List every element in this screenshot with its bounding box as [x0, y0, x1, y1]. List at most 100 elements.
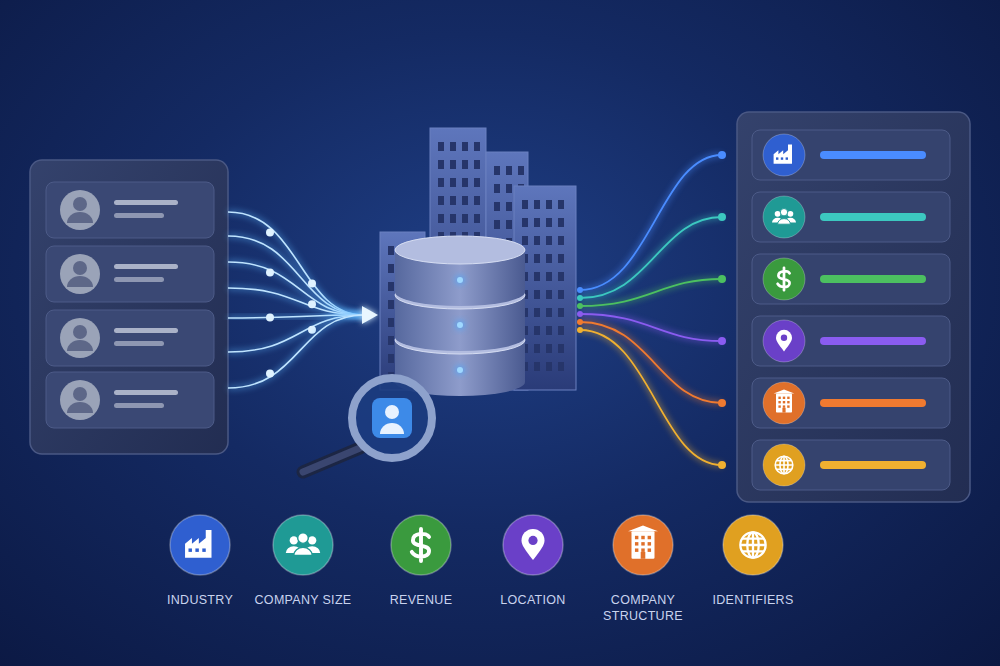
wire-glow — [228, 288, 364, 315]
building-window — [783, 401, 785, 403]
wire-dot — [577, 319, 583, 325]
building-window — [635, 548, 638, 551]
building-window — [641, 548, 644, 551]
wire-glow — [580, 217, 722, 298]
person-head — [780, 209, 787, 216]
badge-fill — [723, 515, 783, 575]
building-window — [787, 401, 789, 403]
avatar-body — [67, 402, 93, 413]
user-badge — [372, 398, 412, 438]
building-window — [546, 254, 552, 263]
wire-dot — [718, 151, 726, 159]
building-window — [558, 326, 564, 335]
building-window — [641, 542, 644, 545]
avatar — [60, 318, 100, 358]
building-window — [494, 166, 500, 175]
building-shape — [632, 531, 655, 559]
building-icon — [628, 525, 658, 558]
building-window — [648, 548, 651, 551]
dollar-icon — [412, 529, 429, 561]
factory-window — [786, 157, 788, 159]
building-window — [534, 344, 540, 353]
arrowhead-glow — [362, 306, 378, 324]
badge-fill — [273, 515, 333, 575]
building-window — [558, 272, 564, 281]
building-window — [494, 220, 500, 229]
buildings — [380, 128, 576, 390]
building-window — [778, 397, 780, 399]
person-head — [290, 536, 298, 544]
building-window — [546, 272, 552, 281]
building-door — [641, 552, 646, 559]
text-line — [114, 264, 178, 269]
people-icon — [286, 533, 321, 556]
factory-window — [202, 548, 205, 551]
text-line — [114, 403, 164, 408]
led-glow — [455, 365, 465, 375]
building-window — [518, 166, 524, 175]
globe-line — [775, 456, 793, 474]
lens — [352, 378, 432, 458]
attribute-icon — [763, 382, 805, 424]
building-window — [558, 254, 564, 263]
led — [457, 277, 463, 283]
wire-dot — [718, 461, 726, 469]
wire — [228, 262, 364, 315]
building-window — [388, 300, 394, 309]
wire-glow — [228, 315, 364, 388]
building-window — [522, 236, 528, 245]
panel — [737, 112, 970, 502]
attribute-row — [752, 192, 950, 242]
category-badge: COMPANY SIZE — [255, 512, 352, 608]
building-window — [534, 308, 540, 317]
building-window — [534, 200, 540, 209]
building-window — [787, 397, 789, 399]
wire-dot — [308, 326, 316, 334]
person-body — [294, 547, 312, 555]
wire-glow — [228, 315, 364, 352]
building-window — [534, 218, 540, 227]
building-window — [494, 184, 500, 193]
building-window — [474, 178, 480, 187]
avatar-head — [73, 261, 87, 275]
attribute-row — [752, 254, 950, 304]
pin-icon — [522, 529, 545, 560]
led-glow — [455, 275, 465, 285]
dollar-sign — [778, 268, 790, 290]
building-window — [462, 160, 468, 169]
disk-bottom — [395, 323, 525, 351]
contact-row — [46, 246, 214, 302]
avatar — [60, 254, 100, 294]
building-window — [546, 200, 552, 209]
globe-line — [740, 532, 765, 557]
wire-glow — [228, 262, 364, 315]
category-label: INDUSTRY — [167, 592, 233, 608]
badge-circle — [610, 512, 676, 578]
building-window — [648, 542, 651, 545]
wire-dot — [308, 300, 316, 308]
building-window — [388, 246, 394, 255]
building-window — [558, 308, 564, 317]
pin-hole — [528, 536, 537, 545]
factory-window — [195, 548, 198, 551]
globe-icon — [740, 532, 765, 557]
building-window — [474, 196, 480, 205]
text-line — [114, 277, 164, 282]
building-window — [558, 362, 564, 371]
wire-dot — [266, 369, 274, 377]
badge-fill — [613, 515, 673, 575]
avatar — [60, 380, 100, 420]
avatar-head — [73, 387, 87, 401]
building-window — [450, 142, 456, 151]
building-window — [462, 178, 468, 187]
attribute-row — [752, 440, 950, 490]
wire — [228, 315, 364, 388]
building-window — [450, 178, 456, 187]
value-bar — [820, 275, 926, 283]
building-window — [506, 202, 512, 211]
building-window — [534, 272, 540, 281]
building-window — [783, 397, 785, 399]
category-label: REVENUE — [390, 592, 453, 608]
category-badge: REVENUE — [388, 512, 454, 608]
avatar-head — [73, 197, 87, 211]
